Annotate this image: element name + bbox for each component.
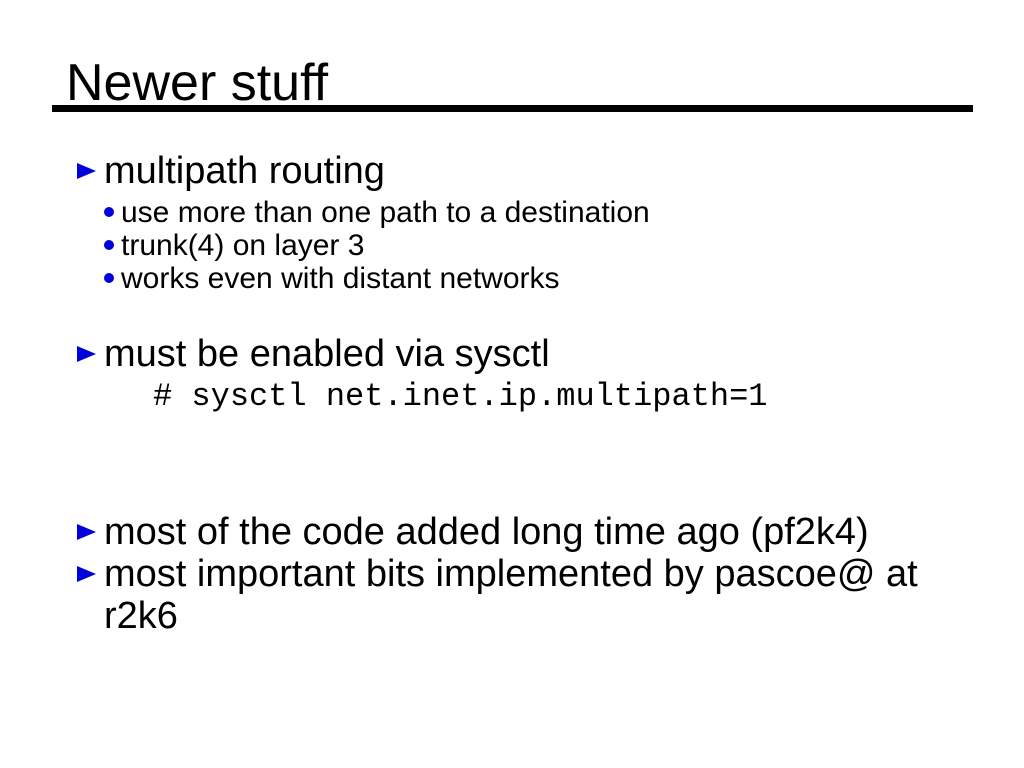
- bullet-item-sysctl: must be enabled via sysctl: [77, 333, 550, 375]
- bullet-item-pascoe: most important bits implemented by pasco…: [77, 553, 924, 637]
- dot-bullet-icon: [104, 207, 114, 217]
- bullet-label: most of the code added long time ago (pf…: [104, 511, 869, 553]
- sub-bullet-label: trunk(4) on layer 3: [121, 229, 365, 262]
- bullet-label: must be enabled via sysctl: [104, 333, 550, 375]
- sub-bullet-item: works even with distant networks: [104, 262, 650, 295]
- dot-bullet-icon: [104, 240, 114, 250]
- sub-bullet-list: use more than one path to a destination …: [104, 196, 650, 295]
- triangle-bullet-icon: [77, 524, 96, 540]
- dot-bullet-icon: [104, 273, 114, 283]
- bullet-item-code-added: most of the code added long time ago (pf…: [77, 511, 869, 553]
- slide-title: Newer stuff: [66, 54, 329, 112]
- triangle-bullet-icon: [77, 566, 96, 582]
- sub-bullet-label: works even with distant networks: [121, 262, 560, 295]
- sub-bullet-item: trunk(4) on layer 3: [104, 229, 650, 262]
- sub-bullet-item: use more than one path to a destination: [104, 196, 650, 229]
- sysctl-command-code: # sysctl net.inet.ip.multipath=1: [153, 378, 768, 415]
- triangle-bullet-icon: [77, 163, 96, 179]
- sub-bullet-label: use more than one path to a destination: [121, 196, 650, 229]
- bullet-label: multipath routing: [104, 150, 385, 192]
- bullet-item-multipath: multipath routing: [77, 150, 385, 192]
- title-underline-rule: [52, 105, 973, 112]
- bullet-label: most important bits implemented by pasco…: [104, 553, 918, 637]
- triangle-bullet-icon: [77, 346, 96, 362]
